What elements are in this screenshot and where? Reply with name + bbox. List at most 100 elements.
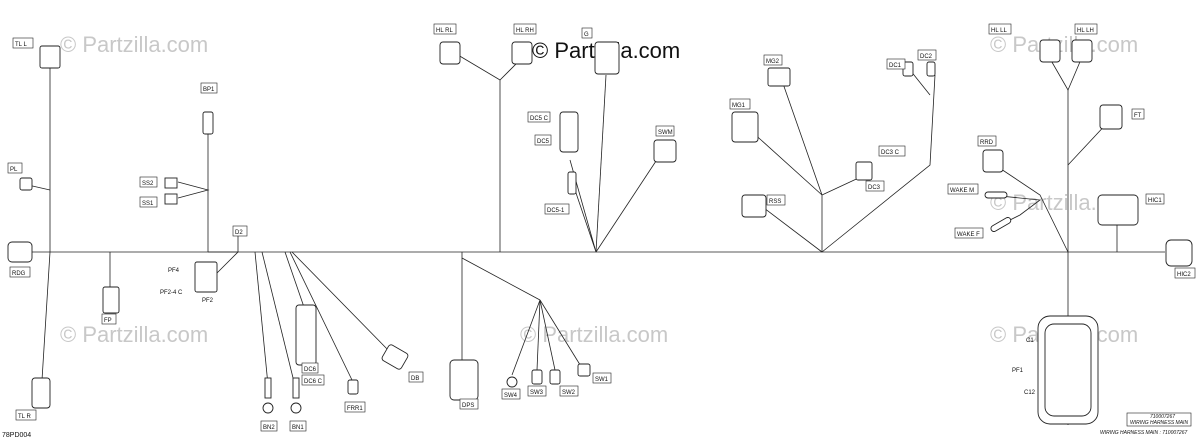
label-c12: C12 — [1024, 390, 1036, 396]
wire-bn2 — [254, 251, 269, 386]
connector-rdg — [7, 241, 33, 263]
label-pf2: PF2 — [202, 298, 214, 304]
label-rrd: RRD — [980, 140, 994, 146]
connector-dc6 — [295, 304, 317, 366]
label-bn1: BN1 — [292, 425, 304, 431]
connector-rss — [741, 194, 767, 218]
connector-ss1 — [164, 193, 178, 205]
label-ss2: SS2 — [142, 181, 154, 187]
connector-sw2 — [549, 369, 561, 385]
connector-bn2 — [264, 377, 272, 399]
label-ft: FT — [1134, 113, 1142, 119]
connector-hic2 — [1165, 239, 1193, 267]
label-dc3-c: DC3 C — [881, 150, 900, 156]
connector-frr1 — [347, 379, 359, 395]
connector-wake-f — [990, 217, 1012, 232]
label-pf1: PF1 — [1012, 368, 1024, 374]
wire-bn1 — [261, 251, 297, 391]
label-pf4: PF4 — [168, 268, 180, 274]
wire-rss — [759, 204, 823, 253]
label-fp: FP — [104, 318, 112, 324]
watermark: © Partzilla.com — [990, 32, 1138, 57]
connector-hl-ll — [1039, 39, 1061, 63]
connector-dc5-1 — [567, 171, 577, 195]
label-hl-lh: HL LH — [1077, 28, 1094, 34]
label-dc1: DC1 — [889, 63, 902, 69]
wires — [27, 49, 1165, 425]
connector-hl-rl — [439, 41, 461, 65]
wire-g — [595, 74, 607, 253]
title-block: 710007267 WIRING HARNESS MAIN WIRING HAR… — [1100, 414, 1188, 436]
connector-hl-rh — [511, 41, 533, 65]
label-dps: DPS — [462, 403, 474, 409]
label-c1: C1 — [1026, 338, 1034, 344]
connector-dc5 — [559, 111, 579, 153]
watermark: © Partzilla.com — [520, 322, 668, 347]
label-bp1: BP1 — [203, 87, 215, 93]
connector-tl-l — [39, 45, 61, 69]
label-hl-ll: HL LL — [991, 28, 1007, 34]
label-rss: RSS — [769, 199, 781, 205]
label-mg1: MG1 — [732, 103, 746, 109]
wire-mg — [749, 74, 823, 196]
label-dc6-c: DC6 C — [304, 379, 323, 385]
wire-tl — [41, 65, 51, 381]
label-frr1: FRR1 — [347, 406, 363, 412]
label-sw1: SW1 — [595, 377, 609, 383]
connector-g — [594, 41, 620, 75]
wire-dc6 — [284, 251, 306, 311]
wire-sw1 — [539, 299, 583, 369]
wire-sw4 — [511, 299, 541, 376]
connector-dps — [449, 359, 479, 401]
connector-swm — [653, 139, 677, 163]
label-dc5-c: DC5 C — [530, 116, 549, 122]
label-sw4: SW4 — [504, 393, 518, 399]
label-dc5-1: DC5-1 — [547, 208, 565, 214]
wire-db — [291, 251, 391, 353]
label-hic1: HIC1 — [1148, 198, 1162, 204]
label-pf2-4-c: PF2-4 C — [160, 290, 183, 296]
connector-ss2 — [164, 177, 178, 189]
label-wake-f: WAKE F — [957, 232, 980, 238]
connector-rrd — [982, 149, 1004, 173]
label-d2: D2 — [235, 230, 243, 236]
watermark: © Partzilla.com — [60, 32, 208, 57]
wire-sw-hub — [461, 257, 541, 301]
wire-frr1 — [289, 251, 353, 381]
wire-dc2 — [821, 74, 936, 253]
label-rdg: RDG — [12, 271, 26, 277]
label-hic2: HIC2 — [1177, 272, 1191, 278]
wire-sw3 — [536, 299, 541, 371]
watermark: © Partzilla.com — [60, 322, 208, 347]
title-block-caption: WIRING HARNESS MAIN : 710007267 — [1100, 430, 1187, 436]
connector-dc2 — [926, 61, 936, 77]
label-dc3: DC3 — [868, 185, 881, 191]
figure-ref: 78PD004 — [2, 432, 31, 439]
wire-sw2 — [539, 299, 556, 371]
label-tl-l: TL L — [15, 42, 27, 48]
wire-rrd — [994, 164, 1069, 253]
connector-db — [381, 344, 409, 370]
label-dc5: DC5 — [537, 139, 550, 145]
connector-ft — [1099, 104, 1123, 130]
wire-ss — [177, 181, 210, 199]
connector-sw4 — [506, 376, 518, 388]
connector-bn1 — [292, 377, 300, 399]
labels: TL L TL R PL RDG FP BP1 SS2 SS1 D2 PF4 P… — [10, 28, 1191, 431]
label-dc2: DC2 — [920, 54, 933, 60]
connector-wake-m — [984, 191, 1008, 199]
label-pl: PL — [10, 167, 18, 173]
connector-sw3 — [531, 369, 543, 385]
wire-swm — [595, 154, 661, 253]
connector-mg2 — [767, 67, 791, 87]
connector-bn1-ring — [290, 402, 302, 414]
title-block-line1: 710007267 — [1150, 414, 1175, 420]
label-db: DB — [411, 376, 419, 382]
label-bn2: BN2 — [263, 425, 275, 431]
connector-bn2-ring — [262, 402, 274, 414]
label-sw3: SW3 — [530, 390, 544, 396]
connector-hl-lh — [1071, 39, 1093, 63]
connector-sw1 — [577, 363, 591, 377]
